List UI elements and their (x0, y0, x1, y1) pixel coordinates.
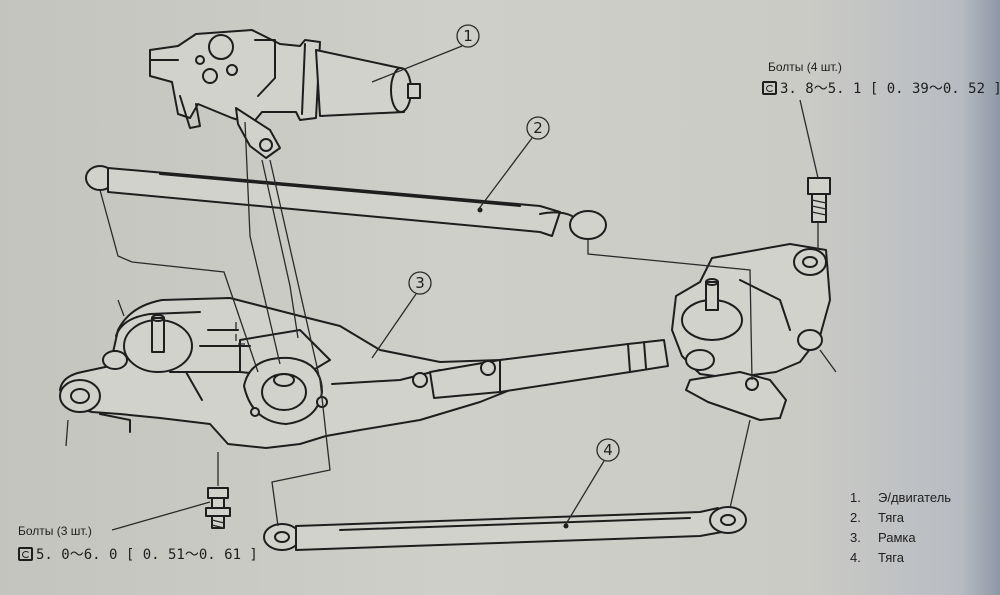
link-rod-upper (85, 165, 607, 240)
callout-4: 4 (565, 438, 620, 525)
callout-2: 2 (477, 116, 550, 211)
callout-3-label: 3 (415, 274, 425, 292)
bolts-left-torque: 5. 0～6. 0 [ 0. 51～0. 61 ] (18, 544, 258, 564)
callout-3: 3 (371, 271, 432, 359)
bolt-left (205, 487, 231, 529)
callout-1-label: 1 (463, 27, 473, 45)
drive-link (412, 339, 669, 399)
bolts-right-torque: 3. 8～5. 1 [ 0. 39～0. 52 ] (762, 78, 1000, 98)
torque-wrench-icon (18, 547, 33, 561)
parts-legend: 1.Э/двигатель 2.Тяга 3.Рамка 4.Тяга (850, 488, 951, 568)
legend-item: 1.Э/двигатель (850, 490, 952, 505)
wiper-motor (149, 29, 421, 159)
bolts-right-label: Болты (4 шт.) (768, 60, 842, 74)
bolts-right-torque-value: 3. 8～5. 1 [ 0. 39～0. 52 ] (780, 81, 1000, 97)
torque-wrench-icon (762, 81, 777, 95)
legend-item: 2.Тяга (850, 510, 904, 525)
legend-item: 3.Рамка (850, 530, 916, 545)
assembly-lines (65, 121, 837, 527)
legend-item: 4.Тяга (850, 550, 904, 565)
callout-1: 1 (371, 24, 480, 83)
link-rod-lower (263, 506, 747, 551)
linkage-frame (59, 297, 667, 449)
callout-4-label: 4 (603, 441, 613, 459)
bolt-left-leader (111, 501, 211, 531)
bolts-left-torque-value: 5. 0～6. 0 [ 0. 51～0. 61 ] (36, 547, 258, 563)
bolt-right-leader (799, 99, 819, 179)
callout-2-label: 2 (533, 119, 543, 137)
bolt-right (807, 177, 831, 223)
bolts-left-label: Болты (3 шт.) (18, 524, 92, 538)
